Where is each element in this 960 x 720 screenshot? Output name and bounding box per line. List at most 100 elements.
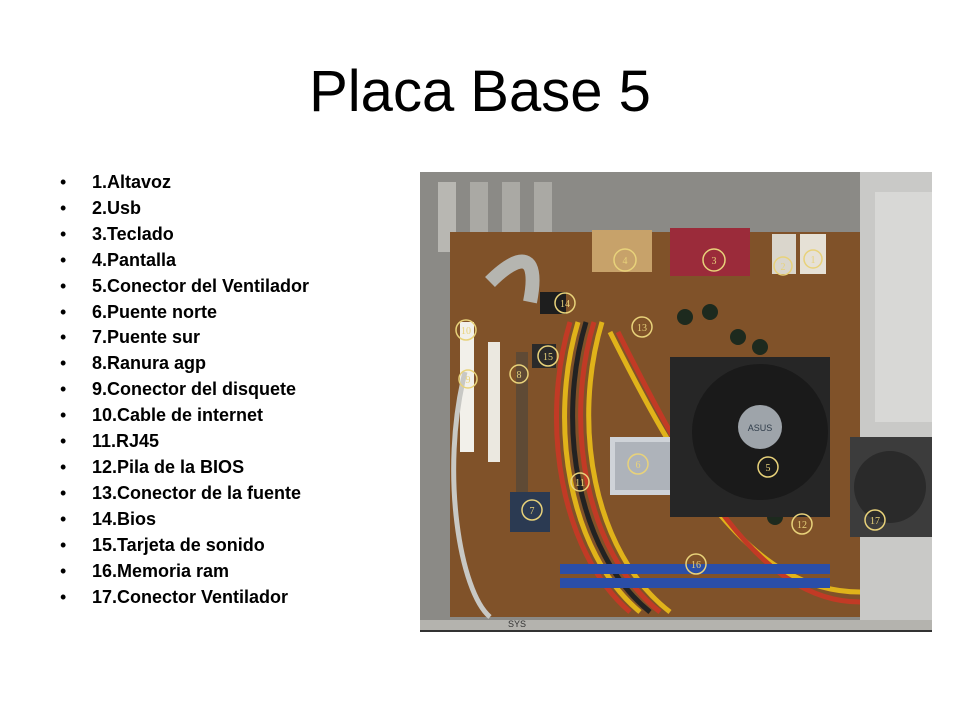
capacitor [752, 339, 768, 355]
callout-number: 5 [766, 463, 771, 474]
callout-circle [509, 364, 529, 384]
list-item: • 15.Tarjeta de sonido [58, 533, 309, 559]
list-item-label: 11.RJ45 [92, 431, 160, 452]
bullet-icon: • [60, 508, 67, 529]
list-item: • 17.Conector Ventilador [58, 585, 309, 611]
list-item-label: 14.Bios [92, 508, 157, 529]
capacitor [677, 309, 693, 325]
bullet-icon: • [60, 431, 67, 452]
component-list: • 1.Altavoz • 2.Usb • 3.Teclado • 4.Pantalla… [58, 170, 309, 610]
callout-circle [773, 256, 793, 276]
list-item: • 8.Ranura agp [58, 351, 309, 377]
callout-number: 1 [811, 255, 816, 266]
list-item: •13.Conector de la fuente [58, 481, 309, 507]
south-bridge-chip [510, 492, 550, 532]
callout-number: 15 [543, 352, 553, 363]
callout-circle [685, 553, 707, 575]
callout-circle [627, 453, 649, 475]
list-item-label: 8.Ranura agp [92, 353, 207, 374]
case-label: SYS [508, 619, 526, 629]
bullet-icon: • [60, 197, 67, 218]
list-item-label: 4.Pantalla [92, 249, 177, 270]
bullet-icon: • [60, 327, 67, 348]
bios-chip [540, 292, 566, 314]
callout-number: 4 [623, 256, 628, 267]
callout-circle [458, 369, 478, 389]
bullet-icon: • [60, 301, 67, 322]
list-item: • 16.Memoria ram [58, 559, 309, 585]
callout-number: 6 [636, 460, 641, 471]
list-item-label: 1.Altavoz [92, 172, 172, 192]
callout-circle [537, 345, 559, 367]
callout-circle [613, 248, 637, 272]
bullet-icon: • [60, 172, 67, 192]
callout-number: 11 [575, 478, 585, 489]
callout-number: 12 [797, 520, 807, 531]
callout-number: 10 [461, 326, 471, 337]
list-item: • 14.Bios [58, 507, 309, 533]
callout-circle [554, 292, 576, 314]
ribbon-cable [485, 254, 540, 304]
callout-number: 14 [560, 299, 570, 310]
list-item-label: 10.Cable de internet [92, 405, 264, 426]
list-item: • 7.Puente sur [58, 325, 309, 351]
callout-number: 3 [712, 256, 717, 267]
list-item-label: 2.Usb [92, 197, 142, 218]
callout-circle [521, 499, 543, 521]
motherboard-photo: ASUS SYS 1 2 3 4 5 6 7 8 9 10 11 12 13 [420, 172, 932, 632]
gray-cable [451, 371, 492, 619]
list-item: • 10.Cable de internet [58, 403, 309, 429]
case-fan [854, 451, 926, 523]
bullet-icon: • [60, 586, 67, 607]
list-item-label: 5.Conector del Ventilador [92, 275, 310, 296]
page-title: Placa Base 5 [309, 59, 651, 124]
memory-slot [560, 578, 830, 588]
fan-brand-label: ASUS [748, 423, 773, 433]
heatsink-fins [615, 442, 673, 490]
list-item: • 4.Pantalla [58, 248, 309, 274]
list-item: • 3.Teclado [58, 222, 309, 248]
power-cable-bundle [615, 330, 861, 605]
list-item: • 1.Altavoz [58, 170, 309, 196]
list-item-label: 3.Teclado [92, 223, 174, 244]
bullet-icon: • [60, 534, 67, 555]
list-item-label: 15.Tarjeta de sonido [92, 534, 265, 555]
callout-circle [791, 513, 813, 535]
callout-circle [864, 509, 886, 531]
callout-number: 7 [530, 506, 535, 517]
cpu-fan-hub [738, 405, 782, 449]
bullet-icon: • [60, 223, 67, 244]
agp-slot [516, 352, 528, 502]
capacitor [730, 329, 746, 345]
callout-number: 17 [870, 516, 880, 527]
list-item-label: 7.Puente sur [92, 327, 201, 348]
bullet-icon: • [60, 379, 67, 400]
power-supply [875, 192, 932, 422]
bullet-icon: • [60, 249, 67, 270]
bullet-icon: • [60, 275, 67, 296]
bullet-icon: • [60, 405, 67, 426]
list-item: • 9.Conector del disquete [58, 377, 309, 403]
callout-circle [757, 456, 779, 478]
callout-number: 16 [691, 560, 701, 571]
vga-port [592, 230, 652, 272]
callout-number: 13 [637, 323, 647, 334]
list-item-label: 12.Pila de la BIOS [92, 456, 245, 477]
list-item-label: 16.Memoria ram [92, 560, 230, 581]
list-item: • 5.Conector del Ventilador [58, 274, 309, 300]
bullet-icon: • [60, 353, 67, 374]
list-item-label: 17.Conector Ventilador [92, 586, 289, 607]
callout-circle [702, 248, 726, 272]
callout-circle [631, 316, 653, 338]
parallel-port [670, 228, 750, 276]
callout-circle [455, 319, 477, 341]
callout-markers: 1 2 3 4 5 6 7 8 9 10 11 12 13 14 15 16 1… [455, 248, 886, 575]
callout-number: 8 [517, 370, 522, 381]
bullet-icon: • [60, 560, 67, 581]
list-item-label: 9.Conector del disquete [92, 379, 297, 400]
list-item: •6.Puente norte [58, 300, 309, 326]
memory-slot [560, 564, 830, 574]
bullet-icon: • [60, 456, 67, 477]
pci-slot [460, 322, 474, 452]
callout-number: 9 [466, 375, 471, 386]
